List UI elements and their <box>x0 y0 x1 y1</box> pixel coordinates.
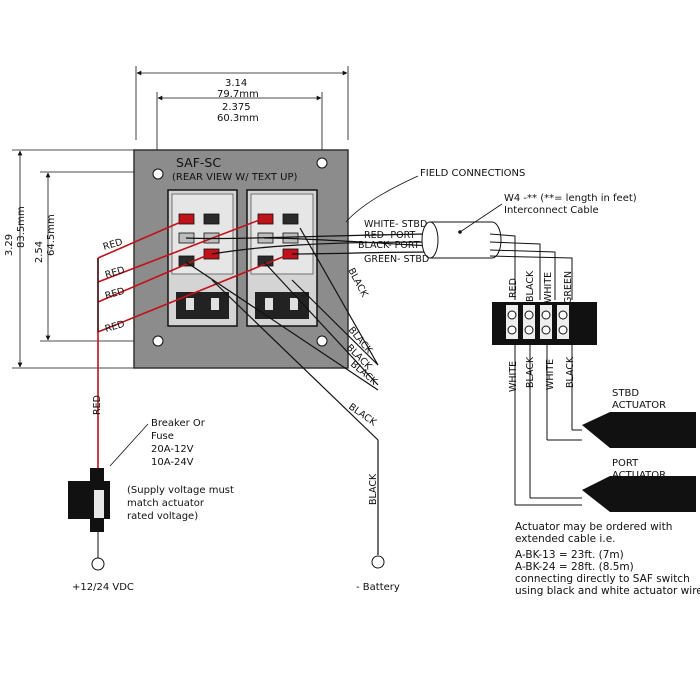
port-actuator-line1: PORT <box>612 458 639 469</box>
width-inch-label: 3.14 <box>225 78 247 89</box>
wire-label-black-port: BLACK- PORT <box>358 240 420 251</box>
order-note-line1: Actuator may be ordered with <box>515 521 672 533</box>
positive-terminal-icon <box>91 557 105 571</box>
stbd-actuator-line2: ACTUATOR <box>612 400 666 411</box>
panel-title: SAF-SC <box>176 155 221 170</box>
wire-label-red-port: RED- PORT <box>364 230 415 241</box>
wire-label-white-block: WHITE <box>543 272 554 303</box>
wire-label-black-lower-2: BLACK <box>565 356 576 388</box>
cable-callout-line2: Interconnect Cable <box>504 205 599 216</box>
breaker-line4: 10A-24V <box>151 457 194 468</box>
breaker-line3: 20A-12V <box>151 444 194 455</box>
stbd-actuator <box>582 412 696 448</box>
wire-label-red-3: RED <box>104 286 126 302</box>
callout-leaders <box>345 175 503 233</box>
hole-height-mm-label: 64.5mm <box>46 214 57 256</box>
negative-terminal-icon <box>371 555 385 569</box>
block-upper-labels: RED BLACK WHITE GREEN WHITE BLACK WHITE … <box>508 270 576 392</box>
wire-label-red-2: RED <box>104 265 126 281</box>
negative-terminal-label: - Battery <box>356 582 400 593</box>
wire-label-black-6: BLACK <box>368 473 379 505</box>
switch-leads <box>97 227 431 555</box>
order-note-line6: using black and white actuator wires <box>515 585 700 597</box>
supply-note-line3: rated voltage) <box>127 511 198 522</box>
wire-label-red-4: RED <box>104 319 126 335</box>
interconnect-cable <box>421 221 502 259</box>
port-actuator <box>582 476 696 512</box>
cable-wire-labels: WHITE- STBD RED- PORT BLACK- PORT GREEN-… <box>358 219 429 265</box>
cable-to-block-wires <box>489 233 582 506</box>
positive-terminal-label: +12/24 VDC <box>72 582 134 593</box>
breaker-line1: Breaker Or <box>151 418 206 429</box>
breaker-line2: Fuse <box>151 431 174 442</box>
order-note-line3: A-BK-13 = 23ft. (7m) <box>515 549 624 561</box>
hole-width-inch-label: 2.375 <box>222 102 251 113</box>
breaker-fuse <box>68 423 149 548</box>
wire-label-black-lower-1: BLACK <box>525 356 536 388</box>
wire-label-black-1: BLACK <box>345 266 370 299</box>
wire-label-green-block: GREEN <box>563 271 574 304</box>
black-wire-labels: BLACK BLACK BLACK BLACK BLACK BLACK <box>344 266 380 505</box>
wire-label-white-lower-2: WHITE <box>545 359 556 390</box>
height-inch-label: 3.29 <box>4 234 15 256</box>
wire-label-red-vertical: RED <box>92 395 103 415</box>
supply-note-line1: (Supply voltage must <box>127 485 234 496</box>
cable-callout-line1: W4 -** (**= length in feet) <box>504 193 637 204</box>
wire-label-red-block: RED <box>508 278 519 298</box>
order-note-line2: extended cable i.e. <box>515 533 616 545</box>
red-wire-labels: RED RED RED RED RED <box>92 237 126 415</box>
order-note: Actuator may be ordered with extended ca… <box>515 521 700 597</box>
height-mm-label: 83.5mm <box>16 206 27 248</box>
port-actuator-line2: ACTUATOR <box>612 470 666 481</box>
supply-note-line2: match actuator <box>127 498 205 509</box>
panel-subtitle: (REAR VIEW W/ TEXT UP) <box>172 172 297 183</box>
hole-height-inch-label: 2.54 <box>34 241 45 263</box>
wire-label-white-stbd: WHITE- STBD <box>364 219 427 230</box>
order-note-line4: A-BK-24 = 28ft. (8.5m) <box>515 561 634 573</box>
wire-label-green-stbd: GREEN- STBD <box>364 254 429 265</box>
terminal-block <box>492 302 597 345</box>
wire-label-black-block: BLACK <box>525 270 536 302</box>
mounting-holes <box>152 157 328 347</box>
field-connections-label: FIELD CONNECTIONS <box>420 168 525 179</box>
hole-width-mm-label: 60.3mm <box>217 113 259 124</box>
stbd-actuator-line1: STBD <box>612 388 639 399</box>
wire-label-white-lower-1: WHITE <box>508 361 519 392</box>
order-note-line5: connecting directly to SAF switch <box>515 573 690 585</box>
wire-label-red-1: RED <box>102 237 124 253</box>
width-mm-label: 79.7mm <box>217 89 259 100</box>
